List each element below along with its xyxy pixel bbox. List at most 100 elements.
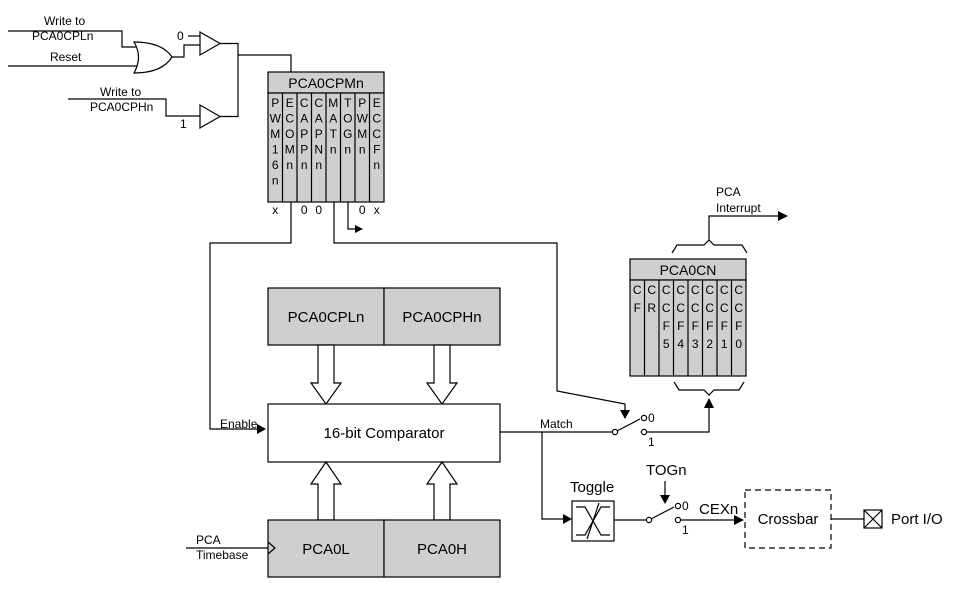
pca0cpmn-bit-1-char-2: O [285,127,294,141]
pca0cn-bit-3-char-3: 4 [677,337,684,351]
switch1-label-1: 1 [648,435,655,449]
pca0cpmn-bit-3-char-1: A [315,112,323,126]
pca0cn-bit-5-char-2: F [706,319,713,333]
pca0cpmn-bit-1-char-0: E [286,96,294,110]
buffer-merge-wire [220,42,239,118]
togn-label: TOGn [646,462,687,479]
pca0cpmn-bit-6-char-3: n [359,143,366,157]
write-cpl-wire [8,30,140,48]
pca0cpmn-bit-5-char-0: T [344,96,352,110]
pca0cpmn-bit-7-char-1: C [372,112,381,126]
pca0cpmn-bit-6-char-1: W [357,112,369,126]
pca0cpmn-bit-4-char-2: T [330,127,338,141]
crossbar-label: Crossbar [758,511,819,528]
pca0cn-bit-2-char-2: F [663,319,670,333]
pca0cpmn-bit-7-char-4: n [373,158,380,172]
crossbar-block [744,489,832,549]
pca0cn-bit-4-char-2: F [692,319,699,333]
port-io-pad-cross [863,509,883,529]
pca0cpmn-bit-4-char-3: n [330,143,337,157]
toggle-symbol-diagonal [586,502,600,540]
or-gate [132,41,173,74]
pca0cpmn-bit-7-char-3: F [373,143,380,157]
switch2-pole0 [674,502,682,510]
matn-wire [333,202,626,412]
pca0cpmn-bit-5-char-3: n [344,143,351,157]
toggle-input-arrow [563,514,572,524]
enable-arrow [257,424,266,434]
pca0cn-bit-2-char-3: 5 [663,337,670,351]
pca0cn-bit-0-char-0: C [633,283,642,297]
pca0l-label: PCA0L [302,541,350,558]
pca0cpmn-bit-0-char-4: 6 [272,158,279,172]
match-label: Match [540,417,573,431]
pca0cpmn-bit-2-char-0: C [300,96,309,110]
pca0cn-bit-5-char-0: C [705,283,714,297]
cexn-arrow [734,515,744,525]
pca0cpmn-bit-6-default: 0 [359,203,366,217]
tog-arrow [355,225,363,233]
pca0cpmn-bit-0-char-0: P [271,96,279,110]
pca-interrupt-label-line2: Interrupt [716,201,761,215]
pca0cpmn-bit-3-char-2: P [315,127,323,141]
interrupt-wire [708,215,779,240]
pca0cpmn-bit-0-default: x [272,203,278,217]
switch2-blade [650,506,675,520]
pca-interrupt-label-line1: PCA [716,185,741,199]
switch2-input-node [645,516,653,524]
switch1-output-wire [647,406,710,433]
pca-timebase-label-line1: PCA [196,533,221,547]
pca0cpmn-bit-1-char-4: n [286,158,293,172]
pca0cn-bit-2-char-0: C [662,283,671,297]
pca0cn-bit-3-char-0: C [676,283,685,297]
write-cpl-label-line1: Write to [44,14,85,28]
pca0cpmn-bit-2-char-1: A [300,112,308,126]
or-output-wire [172,44,200,58]
write-cph-label-line2: PCA0CPHn [90,100,153,114]
pca0cn-bit-4-char-1: C [691,301,700,315]
enable-label: Enable [220,417,258,431]
switch2-pole1 [674,516,682,524]
interrupt-brace [671,239,748,254]
pca0cpmn-bit-5-char-2: G [343,127,352,141]
pca0cpmn-bit-0-char-3: 1 [272,143,279,157]
pca0cn-bit-3-char-2: F [677,319,684,333]
pca0l-to-comparator-arrow [309,460,343,521]
pca0cpmn-bit-0-char-1: W [270,112,282,126]
comparator-block [267,403,501,463]
interrupt-arrow [778,211,788,221]
timebase-clock-mark [267,541,276,555]
pca0cpmn-bit-2-char-3: P [300,143,308,157]
write-cpl-label-line2: PCA0CPLn [32,29,93,43]
switch2-label-1: 1 [682,523,689,537]
pca0cn-bit-6-char-1: C [720,301,729,315]
pca0cn-bit-7-char-2: F [735,319,742,333]
cph-to-comparator-arrow [425,344,459,406]
switch1-blade [616,418,641,432]
pca0cn-bit-6-char-3: 1 [721,337,728,351]
pca0cpmn-bit-0-char-2: M [270,127,280,141]
switch1-output-arrow [704,398,714,408]
pca0cphn-label: PCA0CPHn [402,309,481,326]
write-cph-label-line1: Write to [100,85,141,99]
pca0cn-bit-1-char-0: C [647,283,656,297]
pca0cpmn-bit-7-char-0: E [373,96,381,110]
pca0h-label: PCA0H [417,541,467,558]
pca0cn-bit-6-char-0: C [720,283,729,297]
tog-wire [347,202,356,230]
pca0cpmn-bit-0-char-5: n [272,174,279,188]
pca0cn-bit-7-char-1: C [734,301,743,315]
pca0cpmn-register: PCA0CPMn PWM16nECOMnCAPPnCAPNnMATnTOGnPW… [267,71,385,217]
pca0cpmn-bit-1-char-3: M [285,143,295,157]
pca0cpmn-bit-7-char-2: C [372,127,381,141]
switch2-label-0: 0 [682,499,689,513]
switch1-pole0 [640,414,648,422]
pca0cn-bit-4-char-3: 3 [692,337,699,351]
reset-label: Reset [50,50,82,64]
pca0cpln-label: PCA0CPLn [288,309,365,326]
pca0cpmn-bit-2-default: 0 [301,203,308,217]
pca0cpmn-bit-2-char-4: n [301,158,308,172]
pca0cpmn-title: PCA0CPMn [288,75,363,91]
